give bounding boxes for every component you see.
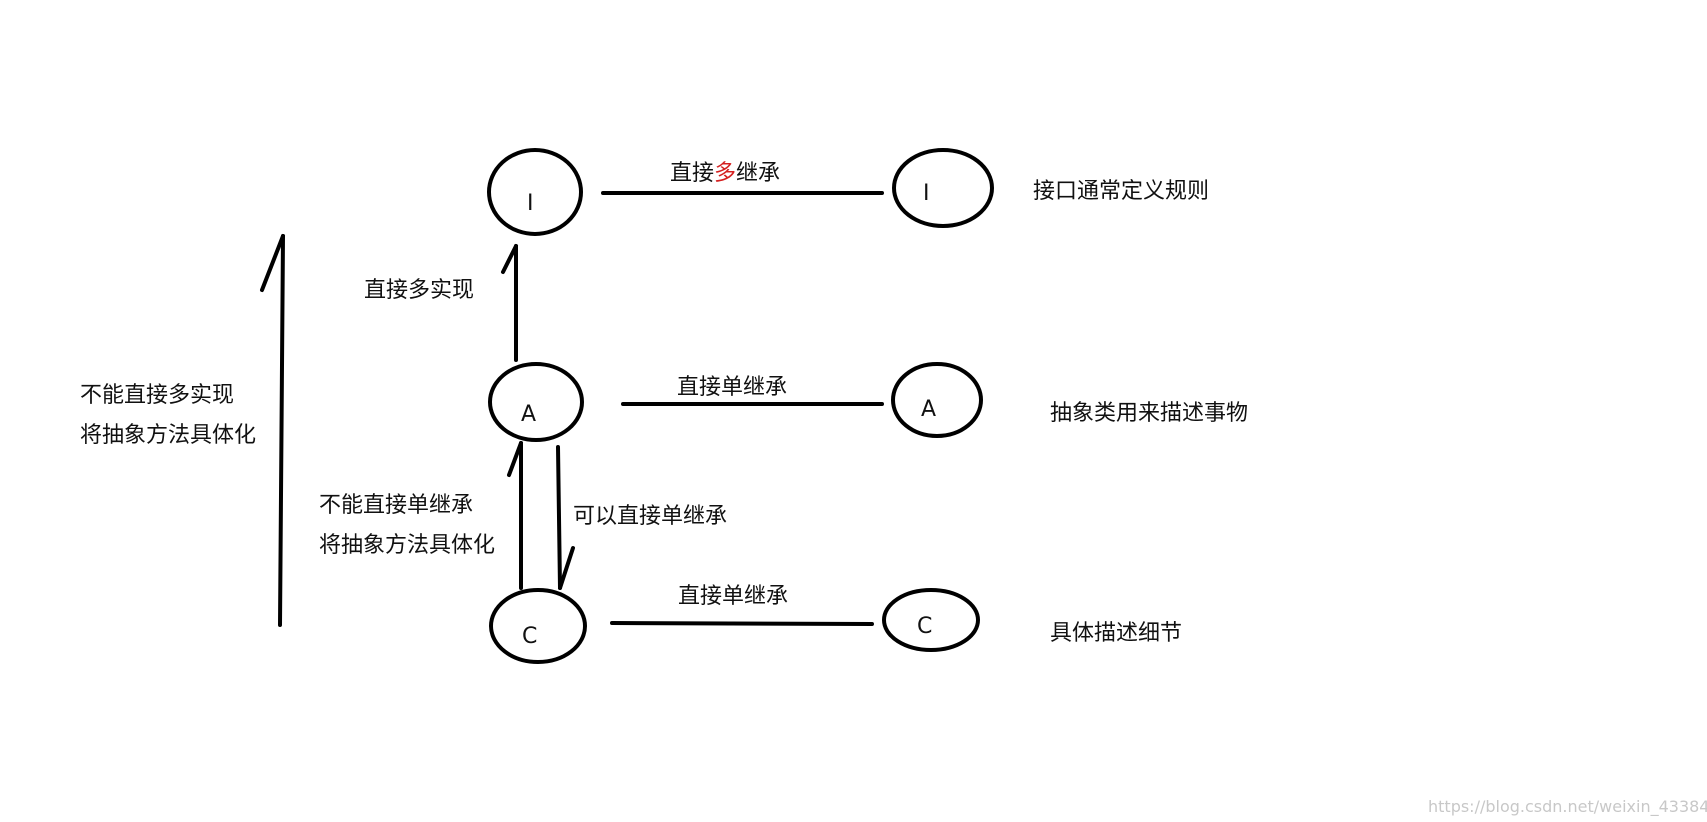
- label-a-to-c: 可以直接单继承: [573, 504, 727, 529]
- side-note-line1: 不能直接多实现: [80, 383, 234, 408]
- desc-concrete: 具体描述细节: [1050, 621, 1182, 646]
- edge-abstract-inherit-label: 直接单继承: [677, 375, 787, 400]
- desc-abstract: 抽象类用来描述事物: [1050, 401, 1248, 426]
- label-c-to-a-line1: 不能直接单继承: [319, 493, 473, 518]
- node-interface-right: I: [892, 148, 994, 228]
- edge-interface-inherit-part2: 继承: [736, 161, 780, 186]
- left-up-arrow: [260, 234, 285, 627]
- node-concrete-left: C: [489, 588, 587, 664]
- arrow-a-to-c: [556, 445, 575, 590]
- node-abstract-left: A: [488, 362, 584, 442]
- node-concrete-right: C: [882, 588, 980, 652]
- arrow-a-to-i: [501, 244, 518, 362]
- node-concrete-right-label: C: [917, 614, 932, 639]
- side-note-line2: 将抽象方法具体化: [80, 423, 256, 448]
- node-interface-left: I: [487, 148, 583, 236]
- node-concrete-left-label: C: [522, 624, 537, 649]
- edge-interface-inherit-part1: 直接: [670, 161, 714, 186]
- node-abstract-right: A: [891, 362, 983, 438]
- edge-concrete-inherit-label: 直接单继承: [678, 584, 788, 609]
- node-interface-right-label: I: [923, 181, 930, 206]
- edge-interface-inherit-highlight: 多: [714, 161, 736, 186]
- watermark: https://blog.csdn.net/weixin_43384257: [1428, 797, 1707, 817]
- label-a-to-i: 直接多实现: [364, 278, 474, 303]
- node-abstract-right-label: A: [921, 397, 936, 422]
- arrow-c-to-a: [507, 441, 523, 590]
- edge-interface-inherit-label: 直接多继承: [670, 161, 780, 186]
- label-c-to-a-line2: 将抽象方法具体化: [319, 533, 495, 558]
- desc-interface: 接口通常定义规则: [1033, 179, 1209, 204]
- edge-concrete-inherit-line: [610, 621, 874, 626]
- node-interface-left-label: I: [527, 191, 534, 216]
- node-abstract-left-label: A: [521, 402, 536, 427]
